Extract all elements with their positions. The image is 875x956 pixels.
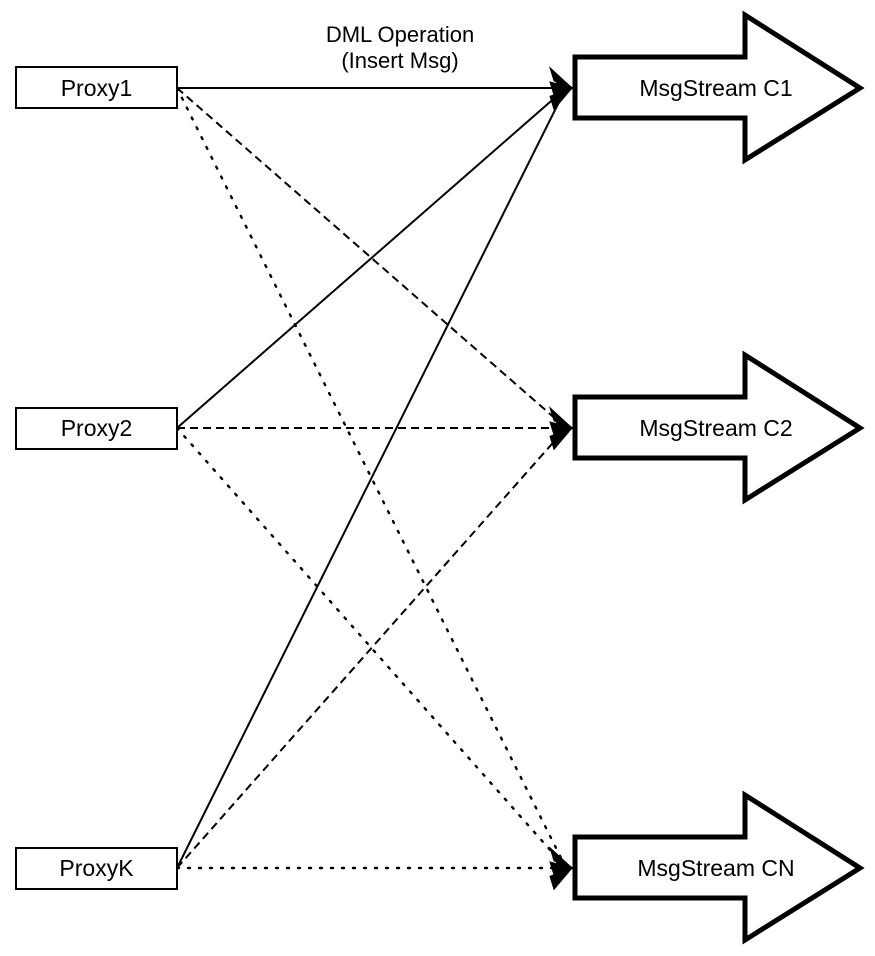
edge-label-dml-operation: DML Operation (Insert Msg) [326, 22, 474, 73]
arrowhead-head-c1 [548, 66, 574, 111]
connection-proxyk-to-c1 [176, 87, 567, 869]
proxy-proxy2[interactable]: Proxy2 [15, 407, 178, 450]
streams-layer: MsgStream C1 MsgStream C2 MsgStream CN [572, 10, 865, 945]
block-arrow-shape [572, 350, 865, 505]
connection-proxy2-to-cn [175, 426, 568, 870]
arrowhead-core [552, 75, 574, 101]
arrowhead-core [552, 415, 574, 441]
arrowhead-head-c2 [548, 406, 574, 451]
edge-label-line1: DML Operation [326, 22, 474, 47]
connection-proxy1-to-cn [175, 86, 568, 870]
proxy-label: Proxy2 [61, 415, 133, 441]
stream-stream_c2[interactable]: MsgStream C2 [572, 350, 865, 505]
block-arrow-shape [572, 10, 865, 165]
stream-label: MsgStream C1 [639, 75, 792, 101]
stream-stream_c1[interactable]: MsgStream C1 [572, 10, 865, 165]
edge-label-line2: (Insert Msg) [341, 48, 458, 73]
block-arrow-shape [572, 790, 865, 945]
proxy-box-shape [15, 66, 178, 109]
arrowhead-core [552, 855, 574, 881]
proxy-box-shape [15, 407, 178, 450]
arrowheads-layer [548, 66, 574, 891]
connection-proxy1-to-c2 [176, 87, 567, 429]
proxy-box-shape [15, 847, 178, 890]
connection-proxy2-to-c1 [176, 87, 567, 429]
proxy-proxyk[interactable]: ProxyK [15, 847, 178, 890]
proxy-label: Proxy1 [61, 75, 133, 101]
stream-stream_cn[interactable]: MsgStream CN [572, 790, 865, 945]
connections-layer [175, 86, 568, 870]
connection-proxyk-to-c2 [176, 427, 567, 869]
stream-label: MsgStream C2 [639, 415, 792, 441]
proxy-label: ProxyK [59, 855, 134, 881]
stream-label: MsgStream CN [637, 855, 794, 881]
arrowhead-head-cn [548, 846, 574, 891]
proxy-proxy1[interactable]: Proxy1 [15, 66, 178, 109]
